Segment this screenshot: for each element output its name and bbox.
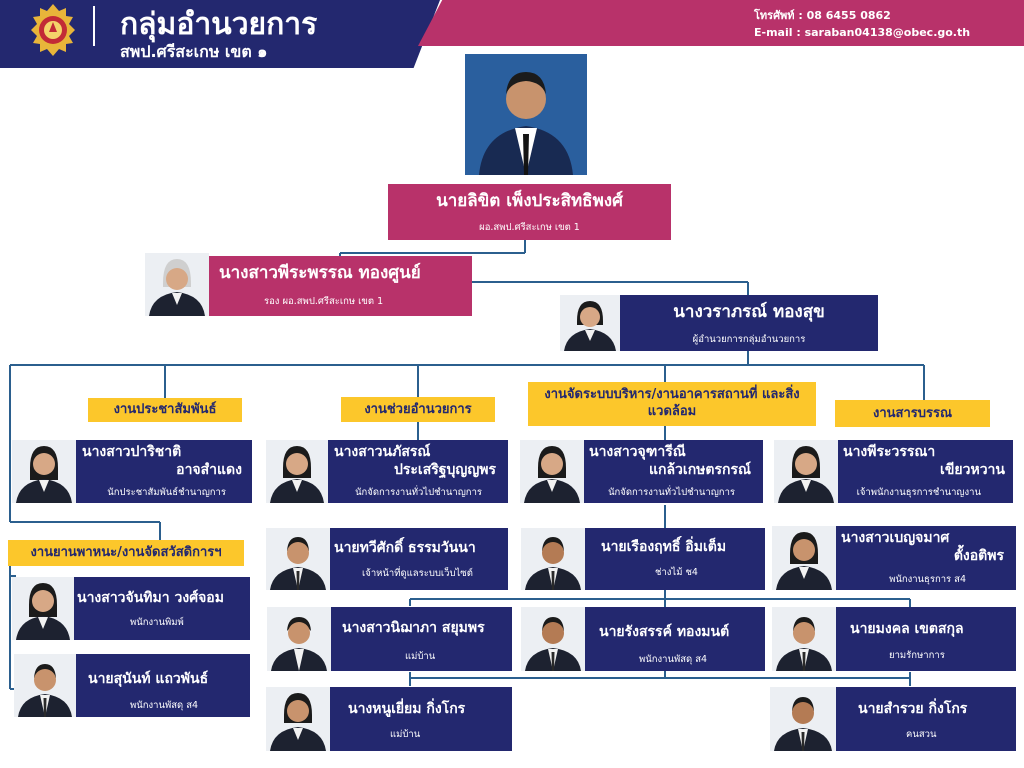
staff-position: คนสวน (906, 729, 937, 740)
staff-card-chantima: นางสาวจันทิมา วงศ์จอม พนักงานพิมพ์ (74, 577, 250, 640)
staff-card-rangsan: นายรังสรรค์ ทองมนต์ พนักงานพัสดุ ส4 (585, 607, 765, 671)
staff-photo-rueangrit (521, 528, 585, 590)
group-head-box: นางวราภรณ์ ทองสุข ผู้อำนวยการกลุ่มอำนวยก… (620, 295, 878, 351)
staff-position: แม่บ้าน (405, 651, 436, 662)
staff-card-rueangrit: นายเรืองฤทธิ์ อิ่มเต็ม ช่างไม้ ช4 (585, 528, 765, 590)
staff-position: พนักงานธุรการ ส4 (889, 574, 966, 585)
staff-photo-peerawanna (774, 440, 838, 503)
staff-name: นายรังสรรค์ ทองมนต์ (599, 624, 730, 640)
contact-email: E-mail : saraban04138@obec.go.th (754, 26, 971, 39)
staff-name: นายสำรวย กิ่งโกร (858, 701, 968, 717)
staff-position: นักจัดการงานทั่วไปชำนาญการ (608, 487, 735, 498)
staff-photo-samruay (770, 687, 836, 751)
section-label-pr: งานประชาสัมพันธ์ (88, 398, 242, 422)
page-subtitle: สพป.ศรีสะเกษ เขต ๑ (120, 42, 268, 61)
staff-name-line2: แกล้วเกษตรกรณ์ (648, 462, 751, 478)
staff-name-line2: เขียวหวาน (940, 462, 1005, 478)
staff-card-chutharee: นางสาวจุฑารีณี แกล้วเกษตรกรณ์ นักจัดการง… (584, 440, 763, 503)
group-head-photo (560, 295, 620, 351)
staff-name-line1: นางพีระวรรณา (843, 444, 936, 460)
staff-name-line1: นางสาวปาริชาติ (82, 444, 182, 460)
staff-card-parichat: นางสาวปาริชาติ อาจสำแดง นักประชาสัมพันธ์… (76, 440, 252, 503)
section-label-vehicle: งานยานพาหนะ/งานจัดสวัสดิการฯ (8, 540, 244, 566)
staff-photo-chantima (12, 577, 74, 640)
staff-name: นายเรืองฤทธิ์ อิ่มเต็ม (601, 539, 727, 555)
staff-photo-nuyiam (266, 687, 330, 751)
staff-name-line2: ตั้งอติพร (953, 548, 1004, 564)
director-photo (465, 54, 587, 175)
header-divider (93, 6, 95, 46)
staff-position: นักประชาสัมพันธ์ชำนาญการ (107, 487, 226, 498)
staff-photo-mongkol (772, 607, 836, 671)
section-label-admin: งานจัดระบบบริหาร/งานอาคารสถานที่ และสิ่ง… (528, 382, 816, 426)
section-label-assist: งานช่วยอำนวยการ (341, 397, 495, 422)
staff-position: ยามรักษาการ (889, 650, 945, 661)
staff-name-line1: นางสาวนภัสรณ์ (334, 444, 431, 460)
deputy-photo (145, 253, 209, 316)
staff-card-mongkol: นายมงคล เขตสกุล ยามรักษาการ (836, 607, 1016, 671)
staff-photo-parichat (12, 440, 76, 503)
director-name: นายลิขิต เพ็งประสิทธิพงศ์ (436, 191, 623, 211)
contact-banner (418, 0, 1024, 46)
director-box: นายลิขิต เพ็งประสิทธิพงศ์ ผอ.สพป.ศรีสะเก… (388, 184, 671, 240)
staff-card-peerawanna: นางพีระวรรณา เขียวหวาน เจ้าพนักงานธุรการ… (838, 440, 1013, 503)
deputy-name: นางสาวพีระพรรณ ทองศูนย์ (219, 263, 421, 283)
staff-name: นางสาวจันทิมา วงศ์จอม (77, 590, 224, 606)
staff-card-samruay: นายสำรวย กิ่งโกร คนสวน (836, 687, 1016, 751)
section-label-docs: งานสารบรรณ (835, 400, 990, 427)
staff-name: นางสาวนิฌาภา สยุมพร (342, 620, 485, 636)
director-position: ผอ.สพป.ศรีสะเกษ เขต 1 (479, 222, 580, 233)
staff-card-nipapa: นางสาวนิฌาภา สยุมพร แม่บ้าน (331, 607, 512, 671)
page-title: กลุ่มอำนวยการ (120, 7, 318, 42)
staff-card-sunan: นายสุนันท์ แถวพันธ์ พนักงานพัสดุ ส4 (76, 654, 250, 717)
header-banner (0, 0, 440, 68)
staff-card-benjamas: นางสาวเบญจมาศ ตั้งอติพร พนักงานธุรการ ส4 (836, 526, 1016, 590)
staff-position: พนักงานพัสดุ ส4 (130, 700, 199, 711)
staff-name-line1: นางสาวเบญจมาศ (841, 530, 950, 546)
staff-position: เจ้าพนักงานธุรการชำนาญงาน (856, 487, 981, 498)
staff-photo-nipapa (267, 607, 331, 671)
group-head-name: นางวราภรณ์ ทองสุข (673, 302, 825, 322)
staff-photo-naphat (266, 440, 328, 503)
staff-photo-chutharee (520, 440, 584, 503)
staff-position: นักจัดการงานทั่วไปชำนาญการ (355, 487, 482, 498)
staff-name: นายทวีศักดิ์ ธรรมวันนา (334, 540, 476, 556)
contact-phone: โทรศัพท์ : 08 6455 0862 (754, 9, 891, 22)
staff-name-line2: อาจสำแดง (176, 462, 242, 478)
staff-photo-thawisak (266, 528, 330, 590)
staff-card-naphat: นางสาวนภัสรณ์ ประเสริฐบุญญพร นักจัดการงา… (328, 440, 508, 503)
staff-card-nuyiam: นางหนูเยี่ยม กิ่งโกร แม่บ้าน (330, 687, 512, 751)
staff-position: พนักงานพิมพ์ (130, 617, 184, 628)
staff-name: นายมงคล เขตสกุล (850, 621, 964, 637)
deputy-position: รอง ผอ.สพป.ศรีสะเกษ เขต 1 (264, 296, 384, 307)
staff-position: เจ้าหน้าที่ดูแลระบบเว็บไซต์ (362, 568, 473, 579)
obec-logo-icon (31, 4, 75, 56)
staff-position: แม่บ้าน (390, 729, 421, 740)
staff-name: นางหนูเยี่ยม กิ่งโกร (348, 701, 466, 717)
staff-photo-rangsan (521, 607, 585, 671)
staff-position: พนักงานพัสดุ ส4 (639, 654, 708, 665)
staff-name: นายสุนันท์ แถวพันธ์ (88, 671, 209, 687)
group-head-position: ผู้อำนวยการกลุ่มอำนวยการ (692, 334, 806, 345)
staff-photo-benjamas (772, 526, 836, 590)
deputy-box: นางสาวพีระพรรณ ทองศูนย์ รอง ผอ.สพป.ศรีสะ… (209, 256, 472, 316)
staff-card-thawisak: นายทวีศักดิ์ ธรรมวันนา เจ้าหน้าที่ดูแลระ… (330, 528, 508, 590)
staff-name-line2: ประเสริฐบุญญพร (394, 462, 496, 478)
staff-name-line1: นางสาวจุฑารีณี (589, 444, 686, 460)
staff-position: ช่างไม้ ช4 (655, 567, 698, 578)
staff-photo-sunan (14, 654, 76, 717)
